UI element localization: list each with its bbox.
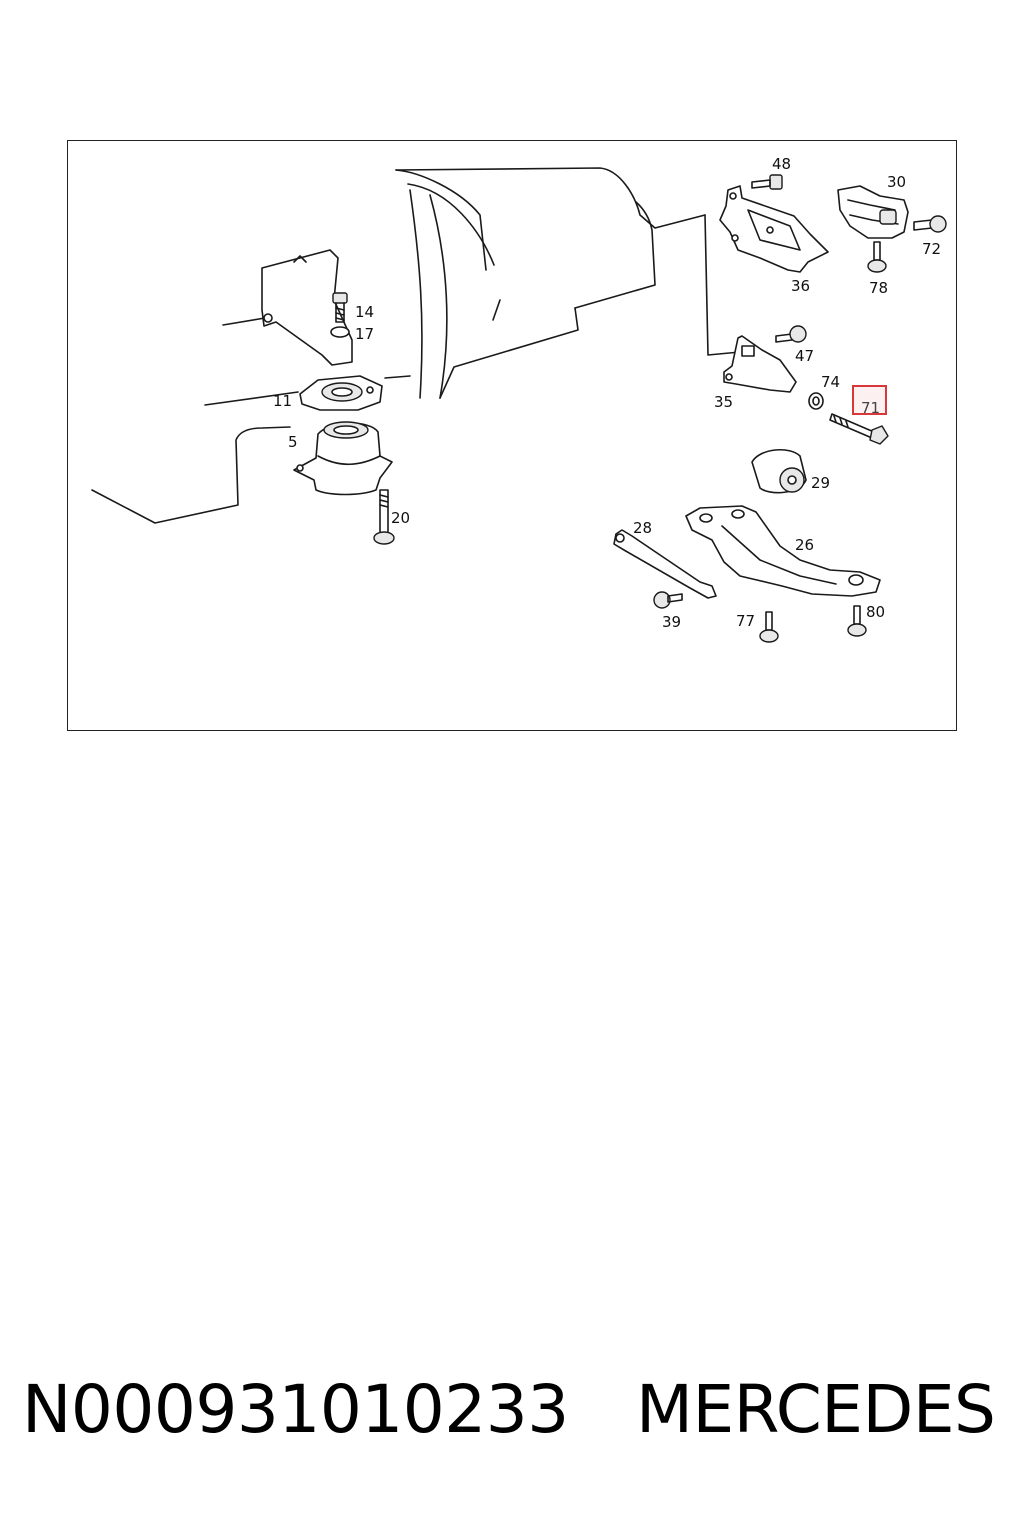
callout-labels: 48 30 72 36 78 14 17 47 74 71 35 11 5 29… bbox=[273, 155, 941, 631]
callout-47[interactable]: 47 bbox=[795, 347, 814, 365]
callout-35[interactable]: 35 bbox=[714, 393, 733, 411]
crossmember-26 bbox=[685, 505, 881, 597]
callout-17[interactable]: 17 bbox=[355, 325, 374, 343]
callout-20[interactable]: 20 bbox=[391, 509, 410, 527]
bolt-48 bbox=[751, 174, 783, 190]
callout-36[interactable]: 36 bbox=[791, 277, 810, 295]
bolt-71 bbox=[829, 413, 889, 445]
mount-plate-11 bbox=[299, 375, 383, 411]
mount-29 bbox=[751, 449, 807, 494]
callout-11[interactable]: 11 bbox=[273, 392, 292, 410]
bolt-80 bbox=[847, 605, 867, 637]
bracket-36 bbox=[719, 185, 829, 273]
bolt-47 bbox=[775, 325, 807, 343]
callout-28[interactable]: 28 bbox=[633, 519, 652, 537]
callout-29[interactable]: 29 bbox=[811, 474, 830, 492]
callout-48[interactable]: 48 bbox=[772, 155, 791, 173]
upper-left-bracket bbox=[261, 249, 353, 366]
part-number: N000931010233 bbox=[22, 1371, 569, 1448]
callout-14[interactable]: 14 bbox=[355, 303, 374, 321]
washer-74 bbox=[808, 392, 824, 410]
brand-name: MERCEDES bbox=[636, 1371, 996, 1448]
highlighted-callout-box bbox=[852, 385, 887, 415]
bolt-72 bbox=[913, 215, 947, 233]
bolt-77 bbox=[759, 611, 779, 643]
bolt-39 bbox=[653, 591, 683, 609]
callout-78[interactable]: 78 bbox=[869, 279, 888, 297]
washer-17 bbox=[330, 326, 350, 338]
engine-mount-5 bbox=[293, 421, 393, 496]
callout-30[interactable]: 30 bbox=[887, 173, 906, 191]
strut-28 bbox=[613, 529, 717, 599]
transmission-outline bbox=[91, 167, 741, 524]
callout-5[interactable]: 5 bbox=[288, 433, 298, 451]
mount-30 bbox=[837, 185, 909, 239]
callout-74[interactable]: 74 bbox=[821, 373, 840, 391]
bracket-35 bbox=[723, 335, 797, 393]
bolt-20 bbox=[373, 489, 395, 545]
callout-72[interactable]: 72 bbox=[922, 240, 941, 258]
bolt-14 bbox=[332, 292, 348, 323]
callout-26[interactable]: 26 bbox=[795, 536, 814, 554]
bolt-78 bbox=[867, 241, 887, 273]
callout-39[interactable]: 39 bbox=[662, 613, 681, 631]
callout-71[interactable]: 71 bbox=[861, 399, 880, 417]
callout-80[interactable]: 80 bbox=[866, 603, 885, 621]
callout-77[interactable]: 77 bbox=[736, 612, 755, 630]
